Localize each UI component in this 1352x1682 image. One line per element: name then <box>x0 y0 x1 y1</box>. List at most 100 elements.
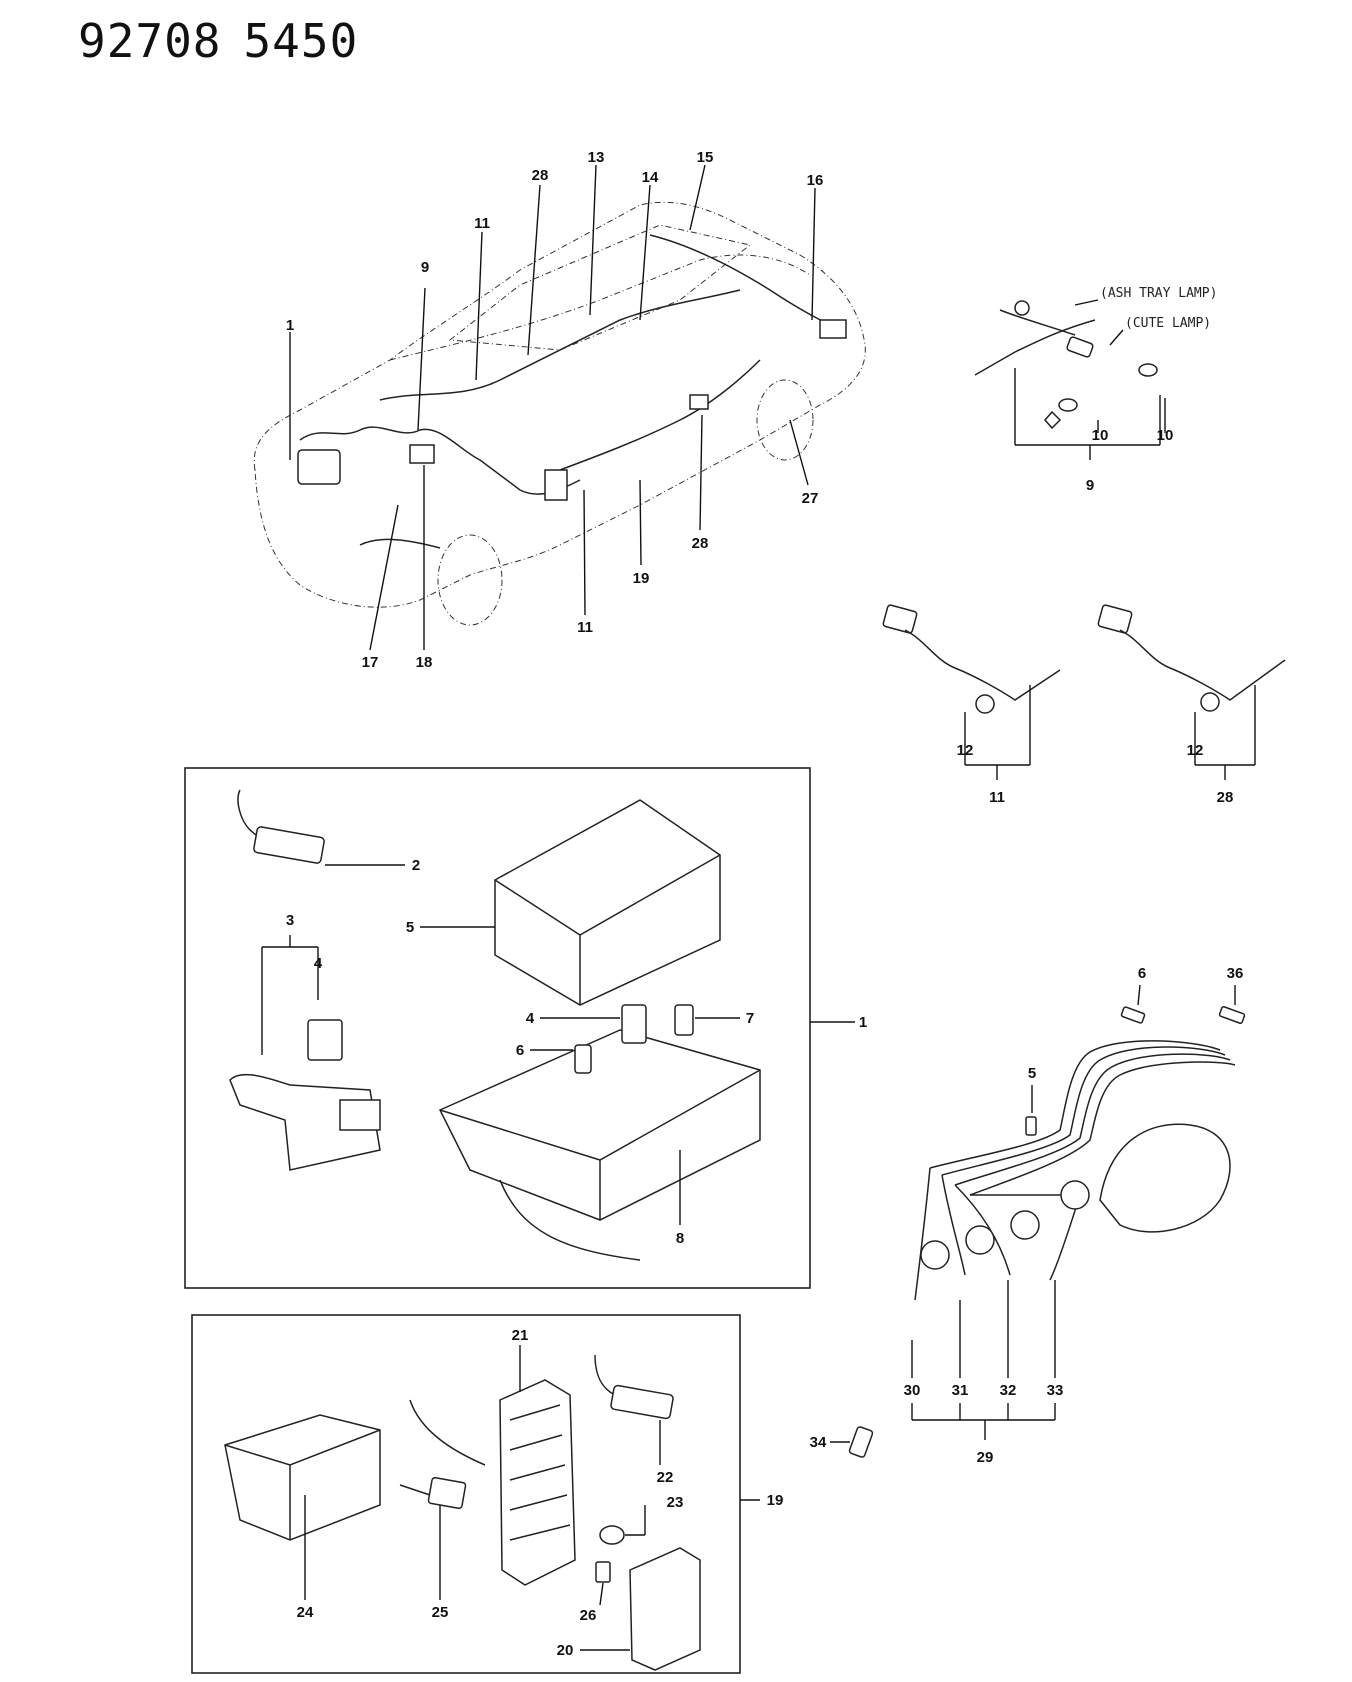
relay-22 <box>610 1384 674 1420</box>
lamp-clip <box>1044 410 1062 430</box>
leader-14 <box>639 184 651 321</box>
main-harness <box>379 289 741 401</box>
engine-fuse-box <box>297 449 341 485</box>
callout-6: 6 <box>516 1042 524 1059</box>
fuse-box-detail: 2 3 4 5 4 6 7 8 1 <box>184 767 867 1289</box>
callout-33: 33 <box>1047 1382 1064 1399</box>
callout-14: 14 <box>642 169 659 186</box>
plug-wire-c <box>941 1046 1226 1176</box>
fuse-5-small <box>1025 1116 1037 1136</box>
fuse-6-small <box>1120 1006 1146 1024</box>
lamp-harness-detail: (ASH TRAY LAMP) (CUTE LAMP) 10 10 9 <box>974 286 1217 494</box>
plug-wire-a <box>969 1061 1236 1196</box>
leader-13 <box>589 164 597 316</box>
harness-detail-28: 12 28 <box>1097 604 1286 806</box>
fuse-36 <box>1218 1006 1246 1024</box>
relay-box-24-edges <box>224 1429 381 1540</box>
callout-9-group: 9 <box>1086 477 1094 494</box>
fuse-6 <box>574 1044 592 1074</box>
callout-26: 26 <box>580 1607 597 1624</box>
plug-boot-31 <box>965 1225 995 1255</box>
callout-4-right: 4 <box>526 1010 535 1027</box>
junction-fuse-block-21 <box>499 1379 576 1586</box>
relay-7 <box>674 1004 694 1036</box>
fuse-box-cover-edges <box>494 854 721 1005</box>
plug-wire-d <box>929 1040 1221 1169</box>
callout-36: 36 <box>1227 965 1244 982</box>
boot-path-31 <box>941 1174 966 1276</box>
callout-10-right: 10 <box>1157 427 1174 444</box>
note-pointer-ash <box>1074 299 1099 306</box>
diagram-page-code: 92708 5450 <box>78 14 380 68</box>
callout-9: 9 <box>421 259 429 276</box>
callout-11-group: 11 <box>989 789 1005 806</box>
ignition-wire-detail: 6 36 5 30 31 32 33 <box>810 965 1246 1466</box>
harness-28-connector <box>1097 604 1133 634</box>
harness-detail-11: 12 11 <box>882 604 1061 806</box>
floor-harness <box>559 359 761 471</box>
fuse-box-cover <box>494 799 721 1006</box>
ignition-coil <box>1099 1123 1231 1233</box>
relay-2 <box>253 826 325 864</box>
relay-bracket-socket <box>339 1099 381 1131</box>
lamp-harness-wire <box>974 319 1096 376</box>
callout-5-small: 5 <box>1028 1065 1036 1082</box>
bulb-10-right <box>1138 363 1158 377</box>
plug-boot-32 <box>1010 1210 1040 1240</box>
callout-31: 31 <box>952 1382 969 1399</box>
engine-harness <box>299 426 581 495</box>
harness-11-wire <box>904 629 1061 701</box>
car-body-outline <box>253 201 866 608</box>
callout-10-left: 10 <box>1092 427 1109 444</box>
callout-5: 5 <box>406 919 414 936</box>
relay-bracket-3 <box>229 1073 381 1171</box>
callout-15: 15 <box>697 149 714 166</box>
leader-27 <box>789 419 809 486</box>
leader-11-top <box>475 231 483 381</box>
relay-4-left <box>307 1019 343 1061</box>
callout-29: 29 <box>977 1449 994 1466</box>
rear-connector <box>689 394 709 410</box>
rear-wheel <box>756 379 814 461</box>
plug-boot-33 <box>1060 1180 1090 1210</box>
callout-34: 34 <box>810 1434 827 1451</box>
leader-19 <box>639 479 642 566</box>
plug-wire-b <box>954 1053 1231 1186</box>
callout-1: 1 <box>286 317 294 334</box>
callout-24: 24 <box>297 1604 314 1621</box>
relay-4-right <box>621 1004 647 1044</box>
callout-27: 27 <box>802 490 819 507</box>
callout-28: 28 <box>532 167 549 184</box>
leader-26 <box>599 1582 604 1606</box>
lamp-connector <box>1066 336 1094 358</box>
callout-19: 19 <box>633 570 650 587</box>
interior-fuse-block <box>544 469 568 501</box>
relay-box-24 <box>224 1414 381 1541</box>
callout-30: 30 <box>904 1382 921 1399</box>
tail-lamp-connector <box>819 319 847 339</box>
callout-3: 3 <box>286 912 294 929</box>
harness-28-grommet <box>1200 692 1220 712</box>
vehicle-wiring-overview: 1 9 11 28 13 14 15 16 27 28 19 11 18 17 <box>253 149 866 671</box>
fuse-box-frame <box>184 767 811 1289</box>
circuit-breaker-23 <box>599 1525 625 1545</box>
junction-cover-20 <box>629 1547 701 1671</box>
connector-25-wire <box>399 1484 431 1496</box>
plug-boot-30 <box>920 1240 950 1270</box>
harness-28-wire <box>1119 629 1286 701</box>
part-group-code: 92708 <box>78 14 222 68</box>
callout-20: 20 <box>557 1642 574 1659</box>
harness-11-connector <box>882 604 918 634</box>
relay-2-wire <box>237 789 263 841</box>
callout-18: 18 <box>416 654 433 671</box>
callout-2: 2 <box>412 857 420 874</box>
callout-19-box: 19 <box>767 1492 784 1509</box>
callout-22: 22 <box>657 1469 674 1486</box>
harness-25 <box>409 1399 486 1466</box>
callout-16: 16 <box>807 172 824 189</box>
callout-1-box: 1 <box>859 1014 867 1031</box>
page-code: 5450 <box>243 14 359 68</box>
callout-12-right: 12 <box>1187 742 1204 759</box>
note-ash-tray-lamp: (ASH TRAY LAMP) <box>1100 286 1217 301</box>
callout-17: 17 <box>362 654 379 671</box>
